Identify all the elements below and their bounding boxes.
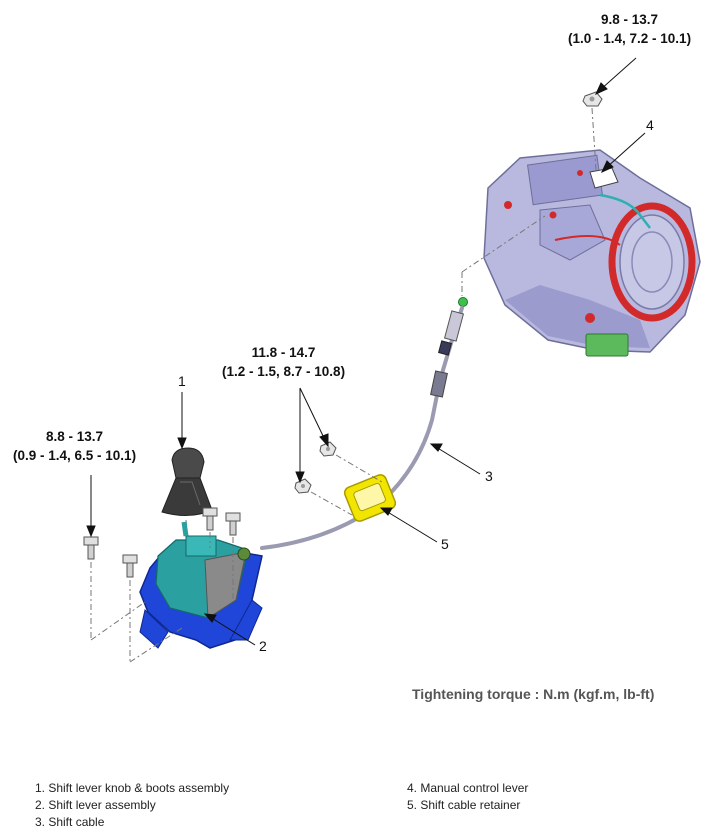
- torque-shift-lever-units: (0.9 - 1.4, 6.5 - 10.1): [13, 448, 137, 463]
- manual-lever-nut-centerline: [591, 107, 597, 171]
- legend-left: 1. Shift lever knob & boots assembly 2. …: [35, 780, 229, 831]
- manual-lever-nut: [582, 91, 603, 107]
- electrical-connector: [585, 333, 629, 357]
- mount-bolt-4: [577, 170, 583, 176]
- leader-lines: [86, 57, 646, 646]
- retainer-nut-2: [294, 478, 312, 494]
- torque-manual-lever-value: 9.8 - 13.7: [601, 12, 659, 27]
- legend-item-4: 4. Manual control lever: [407, 781, 529, 795]
- torque-converter-flange: [608, 202, 696, 322]
- lever-housing-side: [204, 551, 247, 619]
- shift-lever-knob: [161, 447, 213, 516]
- retainer-nut-1-centerline: [335, 454, 383, 483]
- mount-bolt-3: [549, 211, 557, 219]
- legend-item-3: 3. Shift cable: [35, 815, 105, 829]
- torque-converter-face: [619, 214, 685, 310]
- bolt-center-centerline-2: [129, 627, 183, 663]
- callout-1: 1: [178, 373, 186, 389]
- callout-5: 5: [441, 536, 449, 552]
- retainer-nut-2-centerline: [310, 491, 353, 516]
- legend-item-1: 1. Shift lever knob & boots assembly: [35, 781, 230, 795]
- callout-4: 4: [646, 117, 654, 133]
- bolt-top-1: [202, 507, 218, 531]
- torque-retainer-value: 11.8 - 14.7: [251, 345, 316, 360]
- transmission-valve-body: [539, 204, 606, 261]
- cooler-line: [599, 193, 651, 229]
- torque-shift-lever-value: 8.8 - 13.7: [46, 429, 104, 444]
- torque-manual-lever-units: (1.0 - 1.4, 7.2 - 10.1): [568, 31, 692, 46]
- bolt-left: [83, 536, 99, 560]
- shift-lever-assembly: [139, 521, 263, 649]
- bolt-left-centerline-2: [90, 601, 146, 641]
- bolt-top-2: [225, 512, 241, 536]
- cable-end-bushing: [458, 297, 468, 307]
- torque-retainer: 11.8 - 14.7 (1.2 - 1.5, 8.7 - 10.8): [222, 343, 345, 381]
- torque-shift-lever: 8.8 - 13.7 (0.9 - 1.4, 6.5 - 10.1): [13, 427, 136, 465]
- bracket-foot-right: [229, 599, 263, 641]
- cable-boot: [438, 340, 452, 356]
- bracket-foot-left: [139, 609, 169, 649]
- legend-right: 4. Manual control lever 5. Shift cable r…: [407, 780, 528, 814]
- cable-sleeve-lower: [430, 370, 448, 398]
- tightening-torque-caption: Tightening torque : N.m (kgf.m, lb-ft): [412, 686, 655, 702]
- bolt-center-left: [122, 554, 138, 578]
- lever-connector: [237, 547, 251, 561]
- mount-bolt-2: [585, 313, 595, 323]
- lever-top-block: [185, 535, 217, 557]
- legend-item-2: 2. Shift lever assembly: [35, 798, 156, 812]
- retainer-nut-1: [319, 441, 337, 457]
- transmission-shadow: [505, 285, 650, 348]
- lever-stem: [181, 521, 189, 537]
- torque-manual-lever: 9.8 - 13.7 (1.0 - 1.4, 7.2 - 10.1): [568, 10, 691, 48]
- shift-cable-retainer: [343, 474, 397, 522]
- cable-sleeve-upper: [443, 310, 465, 342]
- cooler-line-2: [554, 235, 621, 246]
- transmission-assembly: [483, 149, 701, 357]
- torque-retainer-units: (1.2 - 1.5, 8.7 - 10.8): [222, 364, 346, 379]
- callout-2: 2: [259, 638, 267, 654]
- cable-end-centerline: [461, 215, 546, 273]
- legend-item-5: 5. Shift cable retainer: [407, 798, 521, 812]
- mount-bolt-1: [504, 201, 512, 209]
- callout-3: 3: [485, 468, 493, 484]
- torque-converter-ring: [631, 231, 673, 293]
